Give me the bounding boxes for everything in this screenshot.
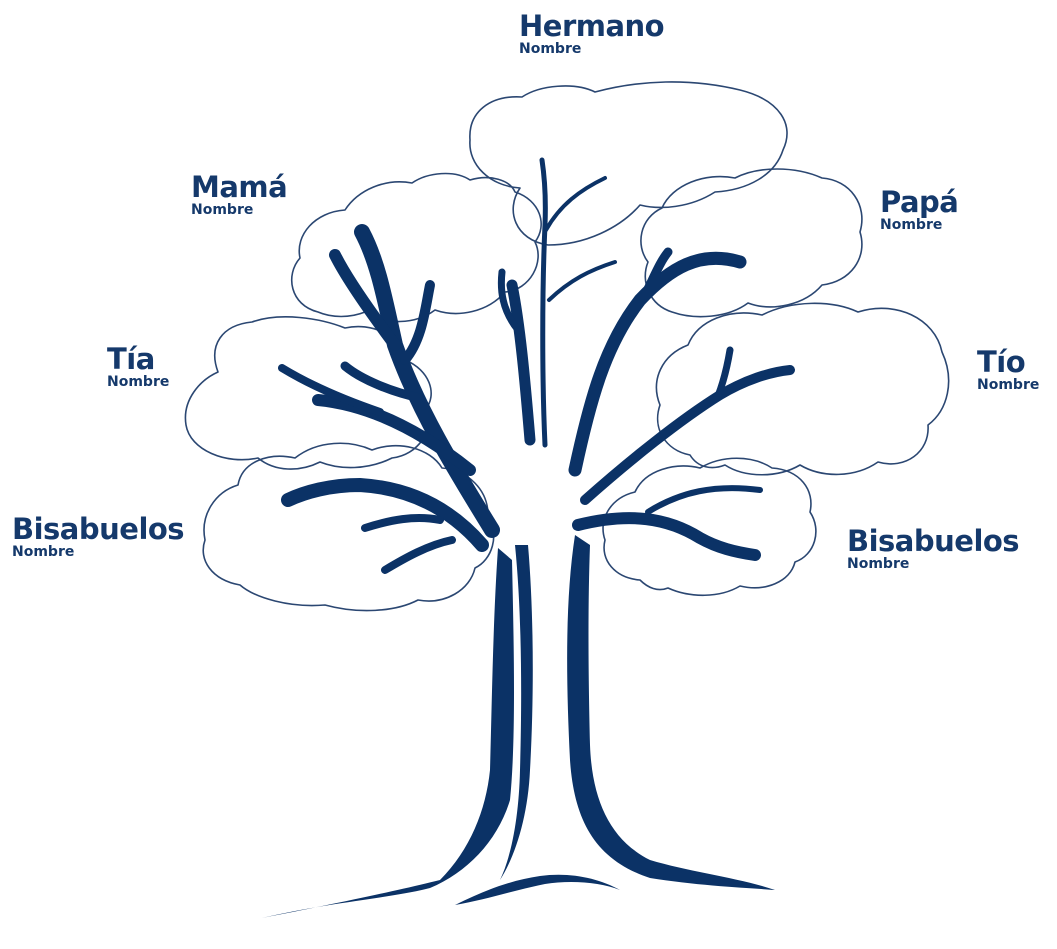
- member-papa: Papá Nombre: [880, 188, 958, 232]
- member-bisabuelos-left: Bisabuelos Nombre: [12, 515, 184, 559]
- member-tia: Tía Nombre: [107, 345, 169, 389]
- member-name: Nombre: [12, 545, 184, 559]
- member-role: Bisabuelos: [12, 515, 184, 544]
- foliage-cloud-bisabuelos-right: [603, 458, 816, 595]
- member-role: Tío: [977, 348, 1039, 377]
- member-name: Nombre: [519, 42, 664, 56]
- member-role: Mamá: [191, 173, 287, 202]
- member-name: Nombre: [107, 375, 169, 389]
- member-mama: Mamá Nombre: [191, 173, 287, 217]
- member-name: Nombre: [977, 378, 1039, 392]
- member-role: Tía: [107, 345, 169, 374]
- member-name: Nombre: [880, 218, 958, 232]
- member-hermano: Hermano Nombre: [519, 12, 664, 56]
- member-role: Papá: [880, 188, 958, 217]
- member-tio: Tío Nombre: [977, 348, 1039, 392]
- tree-trunk-and-branches: [262, 160, 790, 918]
- member-role: Bisabuelos: [847, 527, 1019, 556]
- member-name: Nombre: [191, 203, 287, 217]
- member-bisabuelos-right: Bisabuelos Nombre: [847, 527, 1019, 571]
- member-role: Hermano: [519, 12, 664, 41]
- member-name: Nombre: [847, 557, 1019, 571]
- foliage-cloud-tio: [656, 303, 948, 474]
- foliage-cloud-hermano: [470, 82, 787, 245]
- foliage-cloud-papa: [641, 169, 862, 317]
